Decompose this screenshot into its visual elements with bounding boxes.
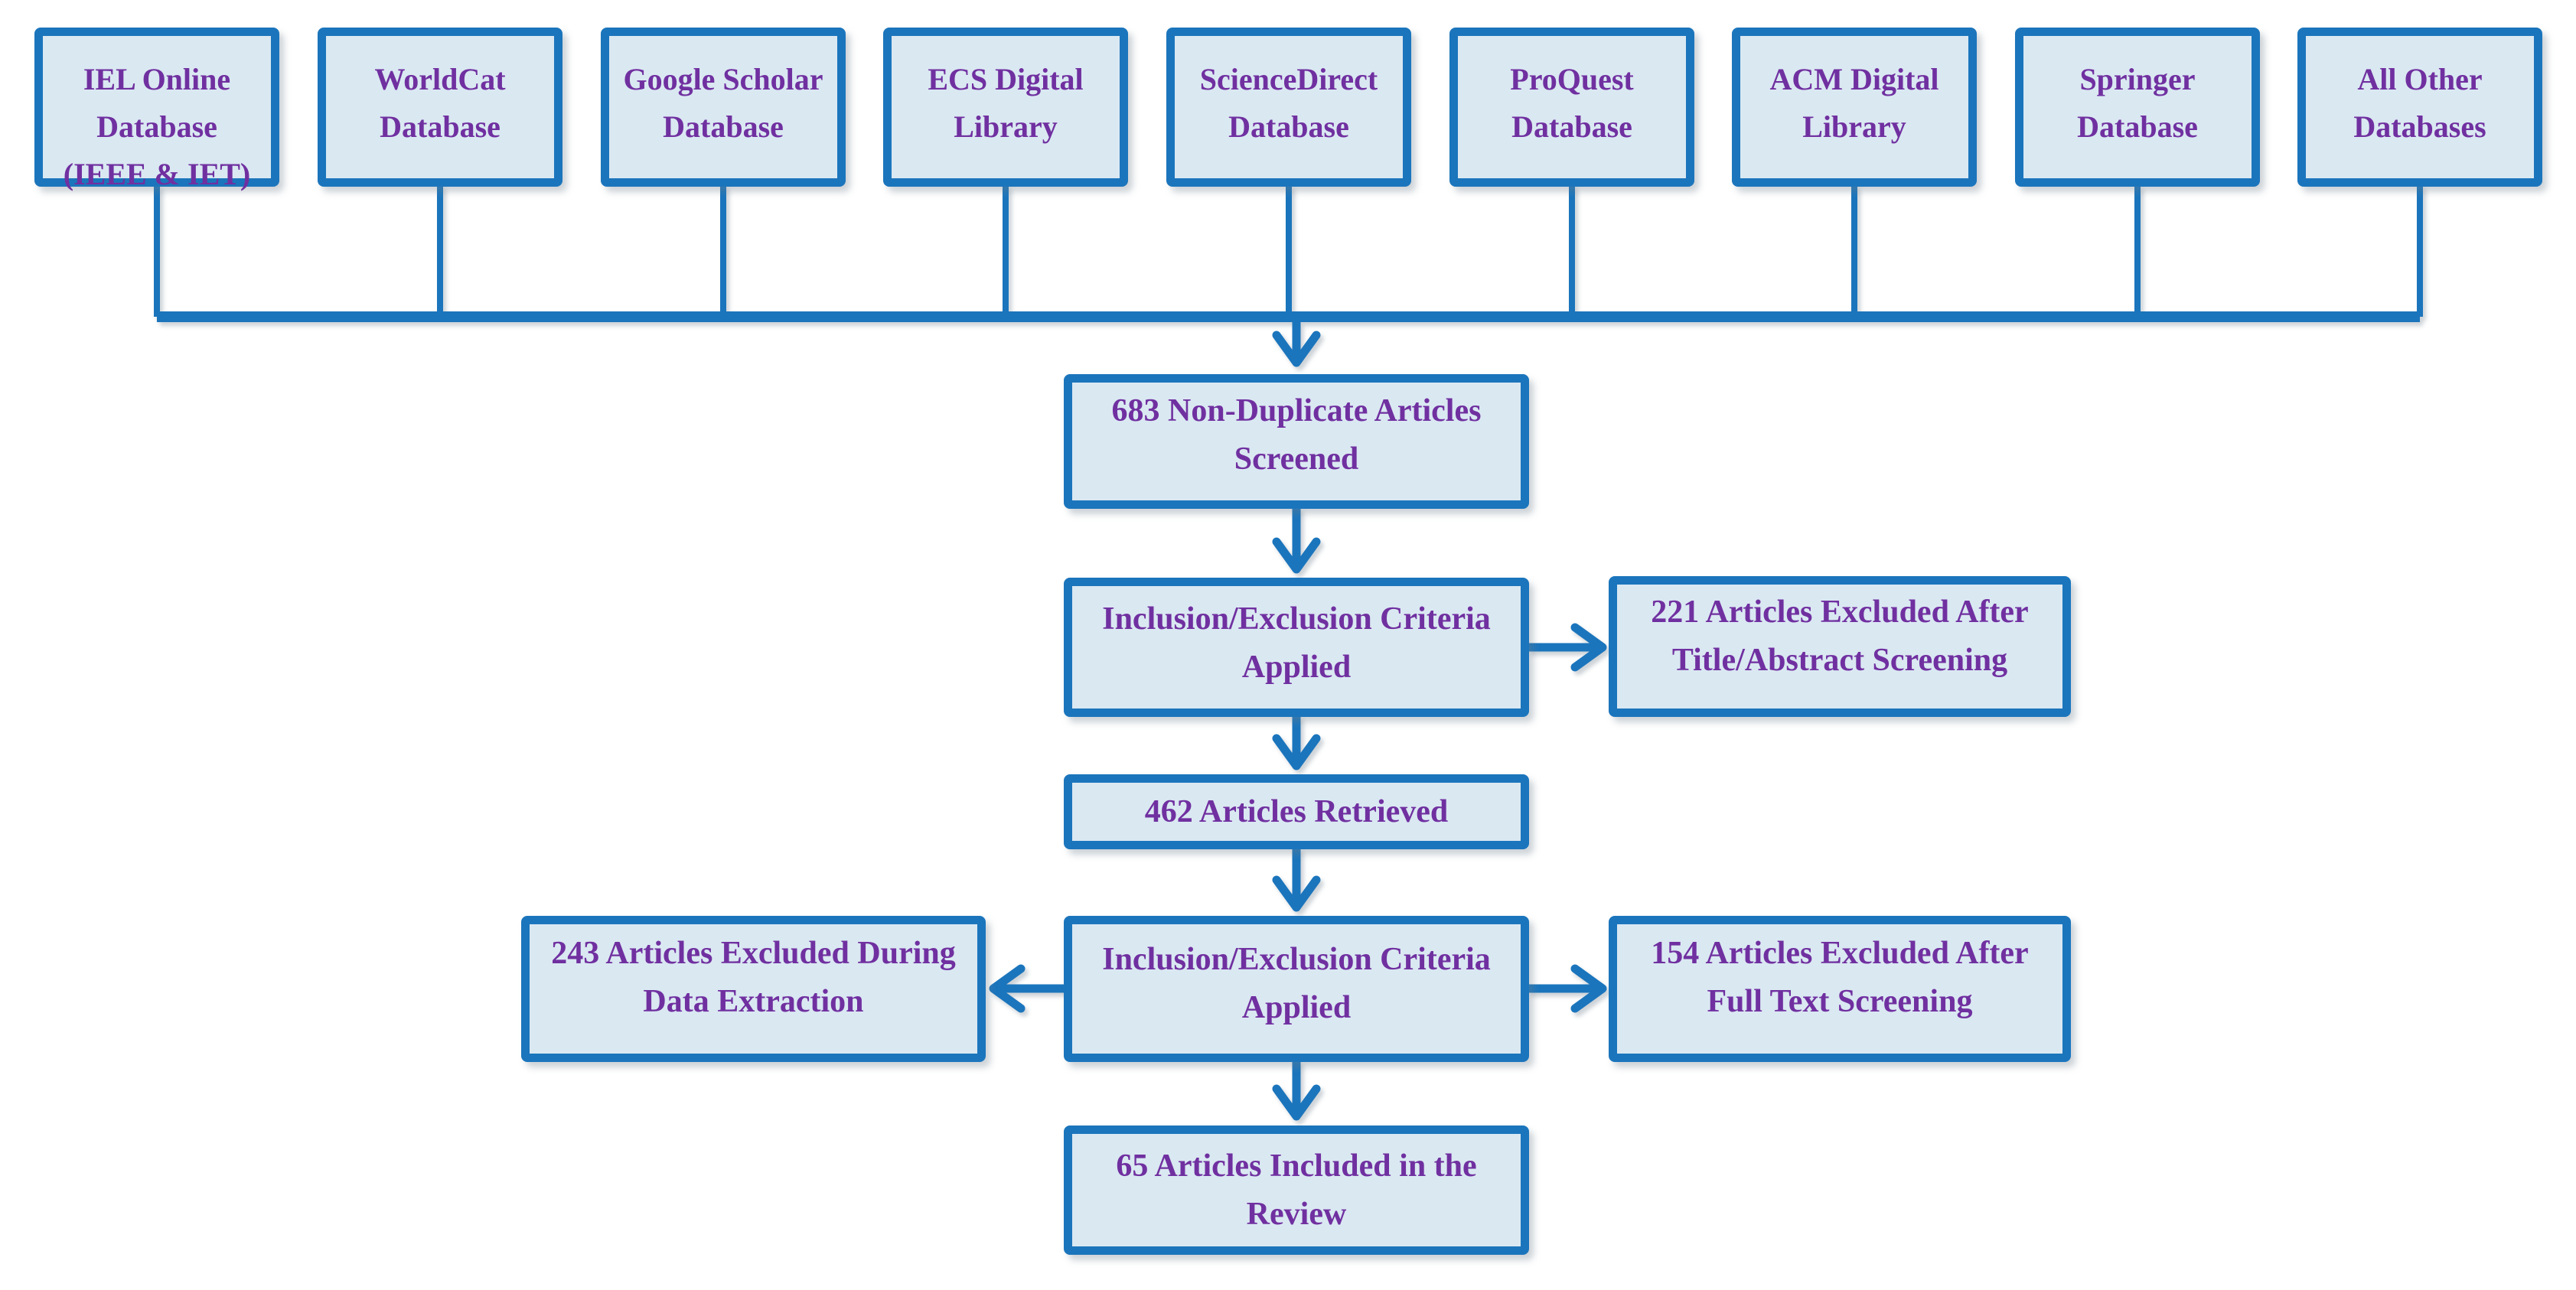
node-non-duplicate-screened: 683 Non-Duplicate Articles Screened <box>1064 374 1529 509</box>
source-box-ecs-digital: ECS Digital Library <box>883 28 1128 187</box>
node-excluded-full-text: 154 Articles Excluded After Full Text Sc… <box>1609 916 2071 1062</box>
node-articles-retrieved: 462 Articles Retrieved <box>1064 774 1529 849</box>
node-excluded-title-abstract: 221 Articles Excluded After Title/Abstra… <box>1609 576 2071 717</box>
node-included-in-review: 65 Articles Included in the Review <box>1064 1125 1529 1255</box>
source-box-iel-online: IEL Online Database (IEEE & IET) <box>34 28 279 191</box>
source-box-sciencedirect: ScienceDirect Database <box>1166 28 1411 187</box>
source-box-proquest: ProQuest Database <box>1449 28 1694 187</box>
source-box-all-other: All Other Databases <box>2297 28 2542 187</box>
node-criteria-applied-1: Inclusion/Exclusion Criteria Applied <box>1064 578 1529 717</box>
source-box-springer: Springer Database <box>2015 28 2260 187</box>
node-excluded-data-extraction: 243 Articles Excluded During Data Extrac… <box>521 916 986 1062</box>
source-box-worldcat: WorldCat Database <box>318 28 562 187</box>
source-box-acm-digital: ACM Digital Library <box>1732 28 1977 187</box>
source-box-google-scholar: Google Scholar Database <box>601 28 846 187</box>
node-criteria-applied-2: Inclusion/Exclusion Criteria Applied <box>1064 916 1529 1062</box>
